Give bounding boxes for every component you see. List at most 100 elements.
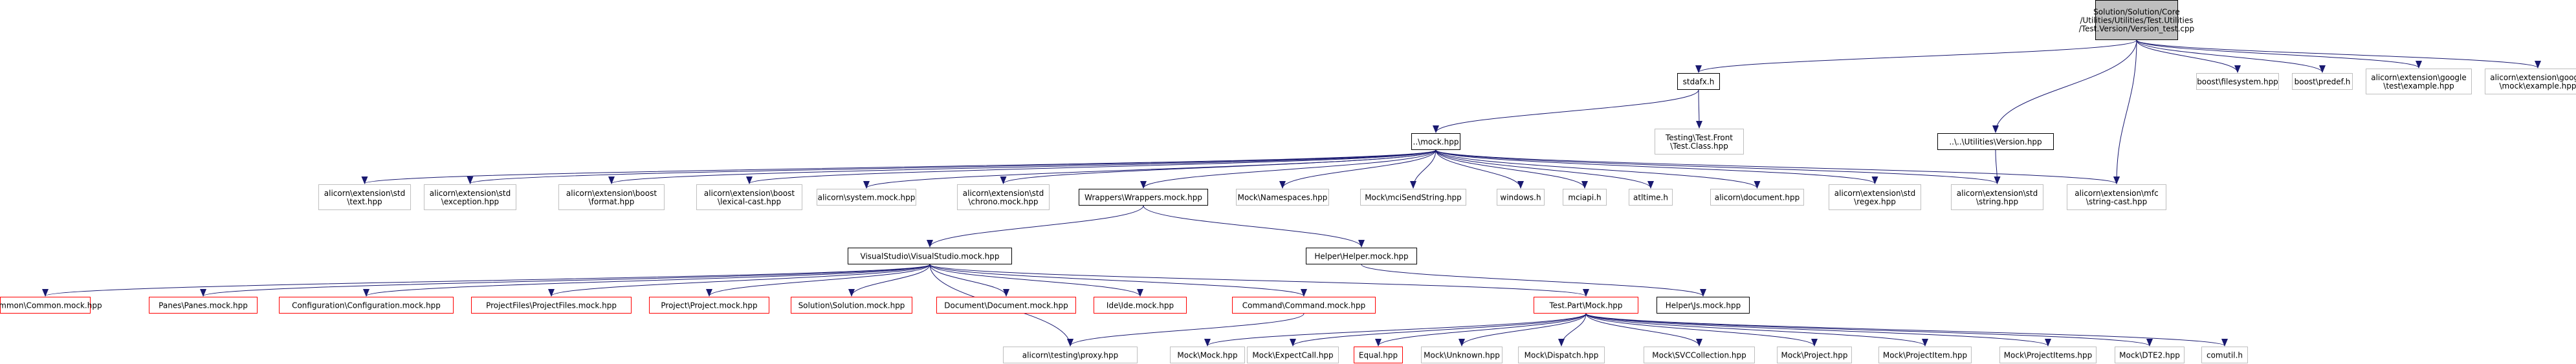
edge-vs_mock-to-ide (929, 264, 1143, 297)
edge-vs_mock-to-project (706, 264, 930, 297)
node-std-string: alicorn\extension\std\string.hpp (1951, 184, 2043, 210)
edge-vs_mock-to-testpart (929, 264, 1589, 297)
node-panes: Panes\Panes.mock.hpp (149, 297, 258, 314)
node-label: Mock\Unknown.hpp (1424, 351, 1500, 360)
node-box (2067, 184, 2166, 210)
node-box (1079, 189, 1208, 206)
node-label: \string.hpp (1976, 197, 2018, 206)
node-box (936, 297, 1076, 314)
node-gmock-ex: alicorn\extension\google\mock\example.hp… (2485, 69, 2576, 94)
node-label: Mock\ProjectItems.hpp (2004, 351, 2093, 360)
node-label: Mock\Project.hpp (1781, 351, 1848, 360)
node-label: \string-cast.hpp (2086, 197, 2147, 206)
node-box (1360, 189, 1466, 206)
edge-testpart-to-m_projitem (1585, 313, 1928, 347)
node-label: /Utilities/Utilities/Test.Utilities (2080, 16, 2193, 25)
node-label: Equal.hpp (1359, 351, 1398, 360)
edge-testpart-to-m_unknown (1459, 313, 1587, 347)
node-std-text: alicorn\extension\std\text.hpp (318, 184, 411, 210)
node-box (1657, 297, 1750, 314)
edge-testpart-to-m_dte2 (1585, 313, 2153, 347)
node-label: Document\Document.mock.hpp (944, 301, 1068, 310)
node-label: comutil.h (2207, 351, 2243, 360)
node-box (149, 297, 258, 314)
node-label: alicorn\testing\proxy.hpp (1022, 351, 1118, 360)
node-label: alicorn\extension\std (430, 189, 511, 198)
node-box (1999, 347, 2097, 363)
node-label: Solution\Solution.mock.hpp (798, 301, 905, 310)
node-helper[interactable]: Helper\Helper.mock.hpp (1306, 248, 1417, 264)
node-label: Mock\ProjectItem.hpp (1883, 351, 1967, 360)
node-box (2196, 73, 2279, 90)
node-m-projitem: Mock\ProjectItem.hpp (1878, 347, 1972, 363)
edge-stdafx-to-mock (1433, 89, 1699, 133)
node-stdafx[interactable]: stdafx.h (1677, 73, 1720, 90)
node-label: Configuration\Configuration.mock.hpp (292, 301, 441, 310)
node-box (817, 189, 916, 206)
node-wrappers[interactable]: Wrappers\Wrappers.mock.hpp (1079, 189, 1208, 206)
edge-vs_mock-to-common (42, 264, 930, 297)
edge-mock-to-std_chrono (1000, 149, 1437, 184)
node-atltime: atltime.h (1629, 189, 1673, 206)
node-m-dispatch: Mock\Dispatch.hpp (1518, 347, 1605, 363)
node-label: Panes\Panes.mock.hpp (159, 301, 248, 310)
node-box (1421, 347, 1503, 363)
edge-testpart-to-m_projitems (1585, 313, 2051, 347)
node-js[interactable]: Helper\Js.mock.hpp (1657, 297, 1750, 314)
edge-mock-to-mock_mci (1410, 149, 1437, 189)
node-box (1518, 347, 1605, 363)
edge-root-to-gtest_ex (2136, 39, 2422, 69)
node-label: ..\mock.hpp (1413, 138, 1459, 147)
edge-testpart-to-comutil (1585, 313, 2228, 347)
node-config: Configuration\Configuration.mock.hpp (279, 297, 454, 314)
edge-root-to-stdafx (1695, 39, 2137, 73)
node-box (558, 184, 665, 210)
edge-mock-to-sys_mock (863, 149, 1437, 189)
node-box (2366, 69, 2472, 94)
node-root[interactable]: Solution/Solution/Core/Utilities/Utiliti… (2079, 0, 2194, 40)
node-label: \test\example.hpp (2383, 81, 2454, 91)
node-box (1677, 73, 1720, 90)
edge-mock-to-mciapi (1435, 149, 1588, 189)
edge-root-to-mfc_string (2113, 39, 2137, 184)
node-label: Wrappers\Wrappers.mock.hpp (1084, 193, 1202, 202)
node-label: alicorn\extension\std (963, 189, 1044, 198)
node-box (1247, 347, 1339, 363)
node-box (2115, 347, 2185, 363)
node-label: Mock\mciSendString.hpp (1365, 193, 1462, 202)
node-testpart: Test.Part\Mock.hpp (1534, 297, 1638, 314)
node-box (1655, 129, 1744, 155)
node-label: \mock\example.hpp (2500, 81, 2576, 91)
node-label: \format.hpp (589, 197, 635, 206)
node-box (2292, 73, 2353, 90)
node-m-expect: Mock\ExpectCall.hpp (1247, 347, 1339, 363)
node-box (957, 184, 1050, 210)
node-version[interactable]: ..\..\Utilities\Version.hpp (1937, 133, 2054, 150)
edge-mock-to-boost_lexical (746, 149, 1437, 184)
node-label: Test.Part\Mock.hpp (1548, 301, 1622, 310)
edge-testpart-to-m_expect (1290, 313, 1587, 347)
edge-root-to-boost_predef (2136, 39, 2326, 73)
edge-vs_mock-to-panes (200, 264, 930, 297)
edge-root-to-gmock_ex (2136, 39, 2541, 69)
node-comutil: comutil.h (2201, 347, 2248, 363)
node-label: alicorn\extension\std (1957, 189, 2038, 198)
node-box (2095, 0, 2178, 40)
node-box (1710, 189, 1804, 206)
node-label: Command\Command.mock.hpp (1242, 301, 1365, 310)
node-label: Project\Project.mock.hpp (661, 301, 757, 310)
node-label: Helper\Js.mock.hpp (1666, 301, 1741, 310)
node-mock[interactable]: ..\mock.hpp (1411, 133, 1460, 150)
node-label: alicorn\extension\boost (566, 189, 657, 198)
node-mock-ns: Mock\Namespaces.hpp (1236, 189, 1329, 206)
node-std-regex: alicorn\extension\std\regex.hpp (1829, 184, 1921, 210)
edge-testpart-to-equal (1375, 313, 1587, 347)
node-box (1777, 347, 1852, 363)
node-label: alicorn\extension\boost (704, 189, 795, 198)
edge-mock-to-document (1435, 149, 1761, 189)
node-vs-mock[interactable]: VisualStudio\VisualStudio.mock.hpp (848, 248, 1012, 264)
node-label: alicorn\extension\mfc (2075, 189, 2158, 198)
node-box (848, 248, 1012, 264)
node-label: alicorn\document.hpp (1715, 193, 1800, 202)
node-m-svc: Mock\SVCCollection.hpp (1644, 347, 1755, 363)
